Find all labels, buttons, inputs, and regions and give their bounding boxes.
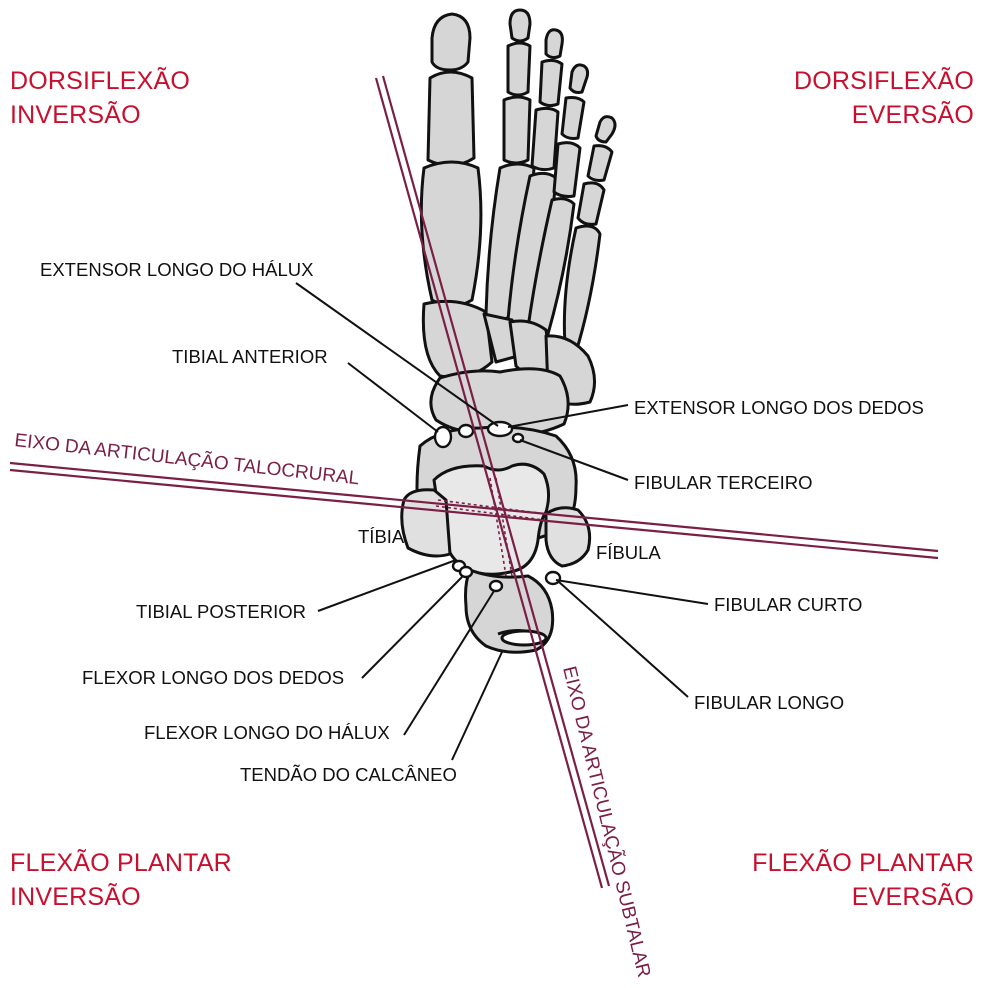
subtalar-axis-label: EIXO DA ARTICULAÇÃO SUBTALAR [558,664,654,979]
quadrant-top-right-line1: DORSIFLEXÃO [794,64,974,98]
leader-tendao-calcaneo [452,652,502,760]
label-tibial-anterior: TIBIAL ANTERIOR [172,346,328,368]
label-tendao-calcaneo: TENDÃO DO CALCÂNEO [240,764,457,786]
label-tibia: TÍBIA [358,526,404,548]
label-fibular-longo: FIBULAR LONGO [694,692,844,714]
hallux-bones [421,14,481,306]
quadrant-top-left-line2: INVERSÃO [10,98,190,132]
quadrant-top-left-line1: DORSIFLEXÃO [10,64,190,98]
leader-flexor-longo-dedos [362,577,462,678]
quadrant-top-right-line2: EVERSÃO [794,98,974,132]
label-fibular-curto: FIBULAR CURTO [714,594,862,616]
quadrant-bottom-left: FLEXÃO PLANTAR INVERSÃO [10,846,232,914]
rearfoot-bones [402,427,590,652]
quadrant-bottom-left-line1: FLEXÃO PLANTAR [10,846,232,880]
quadrant-top-left: DORSIFLEXÃO INVERSÃO [10,64,190,132]
label-flexor-longo-dedos: FLEXOR LONGO DOS DEDOS [82,667,344,689]
quadrant-bottom-right: FLEXÃO PLANTAR EVERSÃO [752,846,974,914]
label-fibular-terceiro: FIBULAR TERCEIRO [634,472,813,494]
label-extensor-longo-halux: EXTENSOR LONGO DO HÁLUX [40,259,313,281]
label-tibial-posterior: TIBIAL POSTERIOR [136,601,306,623]
label-fibula: FÍBULA [596,542,661,564]
label-extensor-longo-dedos: EXTENSOR LONGO DOS DEDOS [634,397,924,419]
quadrant-bottom-right-line2: EVERSÃO [752,880,974,914]
label-flexor-longo-halux: FLEXOR LONGO DO HÁLUX [144,722,390,744]
quadrant-bottom-left-line2: INVERSÃO [10,880,232,914]
quadrant-bottom-right-line1: FLEXÃO PLANTAR [752,846,974,880]
leader-flexor-longo-halux [404,591,494,735]
quadrant-top-right: DORSIFLEXÃO EVERSÃO [794,64,974,132]
